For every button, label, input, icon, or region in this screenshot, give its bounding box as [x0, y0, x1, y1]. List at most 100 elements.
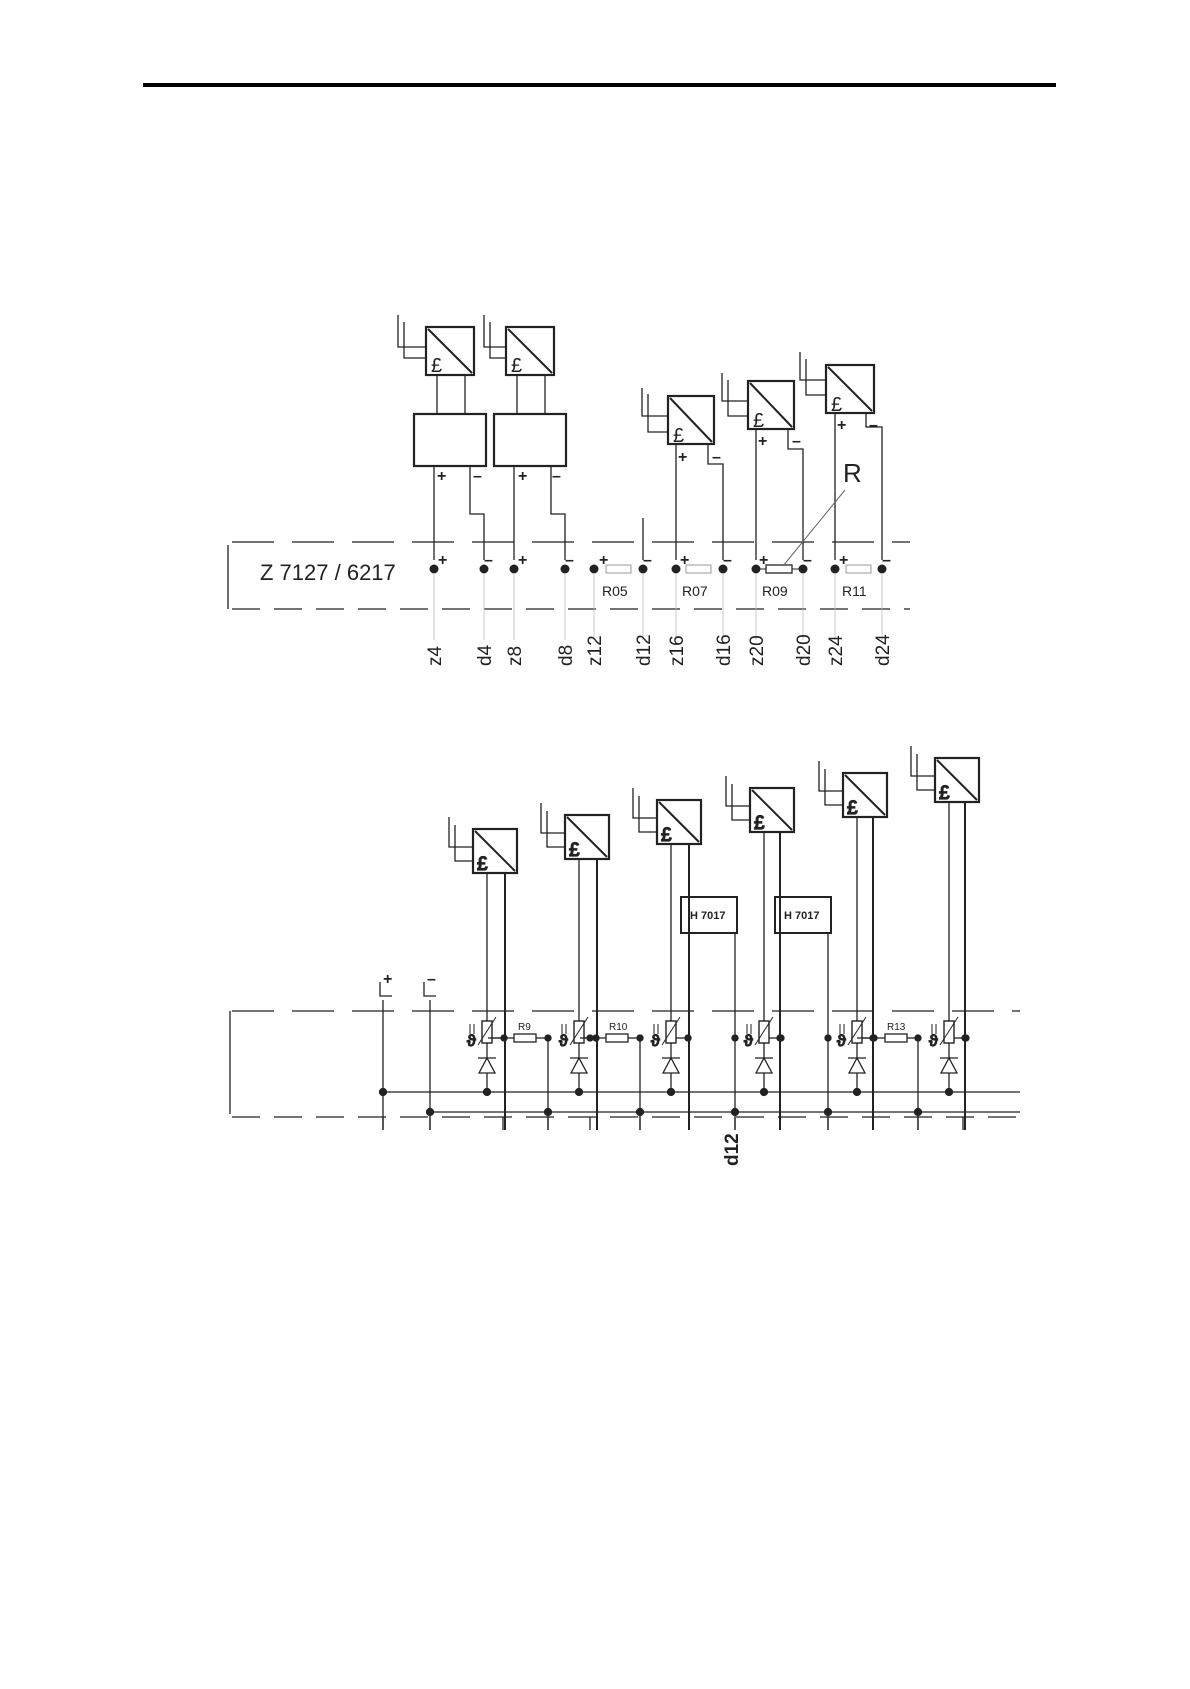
plus-sign: + — [837, 417, 846, 434]
plus-sign: + — [599, 552, 608, 569]
signal-wire — [911, 746, 935, 776]
junction-dot — [637, 1109, 644, 1116]
junction-dot — [825, 1109, 832, 1116]
diode-symbol — [571, 1058, 587, 1073]
sensor-glyph: £ — [431, 355, 442, 377]
diode-symbol — [941, 1058, 957, 1073]
signal-wire — [547, 811, 565, 847]
trim-resistor — [944, 1021, 954, 1043]
junction-dot — [946, 1089, 953, 1096]
thermal-symbol: ϑ — [651, 1033, 660, 1050]
resistor-footprint — [606, 565, 631, 573]
terminal-leads — [434, 573, 882, 640]
terminal-dot — [510, 565, 518, 573]
junction-dot — [732, 1109, 739, 1116]
thermal-symbol: ϑ — [837, 1033, 846, 1050]
sensor-glyph: £ — [661, 825, 672, 846]
sensor-glyph: £ — [673, 425, 684, 447]
signal-wire — [726, 776, 750, 806]
terminal-labels: z4 d4 z8 d8 z12 d12 z16 d16 z20 d20 z24 … — [425, 634, 894, 666]
signal-wire — [633, 788, 657, 818]
terminal-dot — [590, 565, 598, 573]
plus-sign: + — [518, 468, 527, 485]
barrier-label: H 7017 — [784, 910, 819, 922]
terminal-dot — [672, 565, 680, 573]
trim-resistor — [574, 1021, 584, 1043]
minus-sign: – — [803, 552, 812, 569]
terminal-label: z12 — [585, 635, 606, 666]
sensor-glyph: £ — [569, 840, 580, 861]
terminal-label: d12 — [634, 634, 655, 666]
signal-wire — [917, 754, 935, 790]
bottom-wiring-diagram: + – £ϑ£ϑ£ϑ£ϑ£ϑ£ϑ H 7017 H 7017 — [230, 746, 1020, 1166]
terminal-label: d4 — [475, 644, 496, 666]
plus-sign: + — [437, 468, 446, 485]
trim-resistor — [482, 1021, 492, 1043]
terminal-label: z24 — [826, 635, 847, 666]
converter-box-1 — [414, 414, 486, 466]
transmitter-5: £ + – — [800, 352, 882, 560]
junction-dot — [761, 1089, 768, 1096]
junction-dot — [915, 1109, 922, 1116]
resistor-label: R13 — [887, 1022, 906, 1033]
sensor-glyph: £ — [511, 355, 522, 377]
minus-sign: – — [723, 552, 732, 569]
thermal-symbol: ϑ — [929, 1033, 938, 1050]
thermal-symbol: ϑ — [467, 1033, 476, 1050]
terminal-label: d16 — [714, 634, 735, 666]
supply-plus-sign: + — [383, 971, 392, 988]
resistor-label: R9 — [518, 1022, 531, 1033]
barrier-label: H 7017 — [690, 910, 725, 922]
terminal-label: d24 — [873, 634, 894, 666]
minus-sign: – — [484, 552, 493, 569]
minus-sign: – — [565, 552, 574, 569]
junction-dot — [668, 1089, 675, 1096]
diode-symbol — [849, 1058, 865, 1073]
sensor-glyph: £ — [753, 410, 764, 432]
terminal-label: d20 — [794, 634, 815, 666]
terminal-label: d8 — [556, 645, 577, 666]
resistor-label: R10 — [609, 1022, 628, 1033]
bridge-resistor-r13: R13 — [857, 1022, 918, 1042]
callout-leader — [783, 490, 845, 566]
terminal-label: z16 — [667, 635, 688, 666]
terminal-label-d12: d12 — [722, 1133, 743, 1166]
junction-dot — [545, 1109, 552, 1116]
minus-sign: – — [473, 468, 482, 485]
terminal-label: z8 — [505, 646, 526, 666]
sensor-glyph: £ — [847, 798, 858, 819]
resistor-label: R09 — [762, 583, 788, 599]
sensor-glyph: £ — [477, 854, 488, 875]
plus-sign: + — [680, 552, 689, 569]
channel-5: £ϑ — [819, 761, 887, 1130]
module-label: Z 7127 / 6217 — [260, 560, 396, 585]
channel-6: £ϑ — [911, 746, 979, 1130]
plus-sign: + — [759, 552, 768, 569]
supply-minus-sign: – — [427, 971, 436, 988]
bridge-resistor-r9: R9 — [488, 1022, 548, 1042]
thermal-symbol: ϑ — [744, 1033, 753, 1050]
sensor-glyph: £ — [939, 783, 950, 804]
junction-dot — [962, 1035, 968, 1041]
transmitter-2: £ + – — [484, 315, 566, 560]
trim-resistor — [759, 1021, 769, 1043]
thermal-symbol: ϑ — [559, 1033, 568, 1050]
plus-sign: + — [678, 449, 687, 466]
junction-dot — [854, 1089, 861, 1096]
plus-sign: + — [839, 552, 848, 569]
converter-box-2 — [494, 414, 566, 466]
resistor-label: R07 — [682, 583, 708, 599]
junction-dot — [777, 1035, 783, 1041]
signal-wire — [732, 784, 750, 820]
terminal-label: z20 — [747, 635, 768, 666]
transmitter-3: £ + – — [642, 388, 723, 560]
sensor-glyph: £ — [831, 394, 842, 416]
resistor-label: R11 — [842, 583, 867, 599]
supply-terminal-minus: – — [424, 971, 436, 1130]
transmitter-4: £ + – — [722, 373, 803, 560]
resistor-footprint — [686, 565, 711, 573]
minus-sign: – — [792, 433, 801, 450]
signal-wire — [541, 803, 565, 833]
terminal-dot — [430, 565, 438, 573]
